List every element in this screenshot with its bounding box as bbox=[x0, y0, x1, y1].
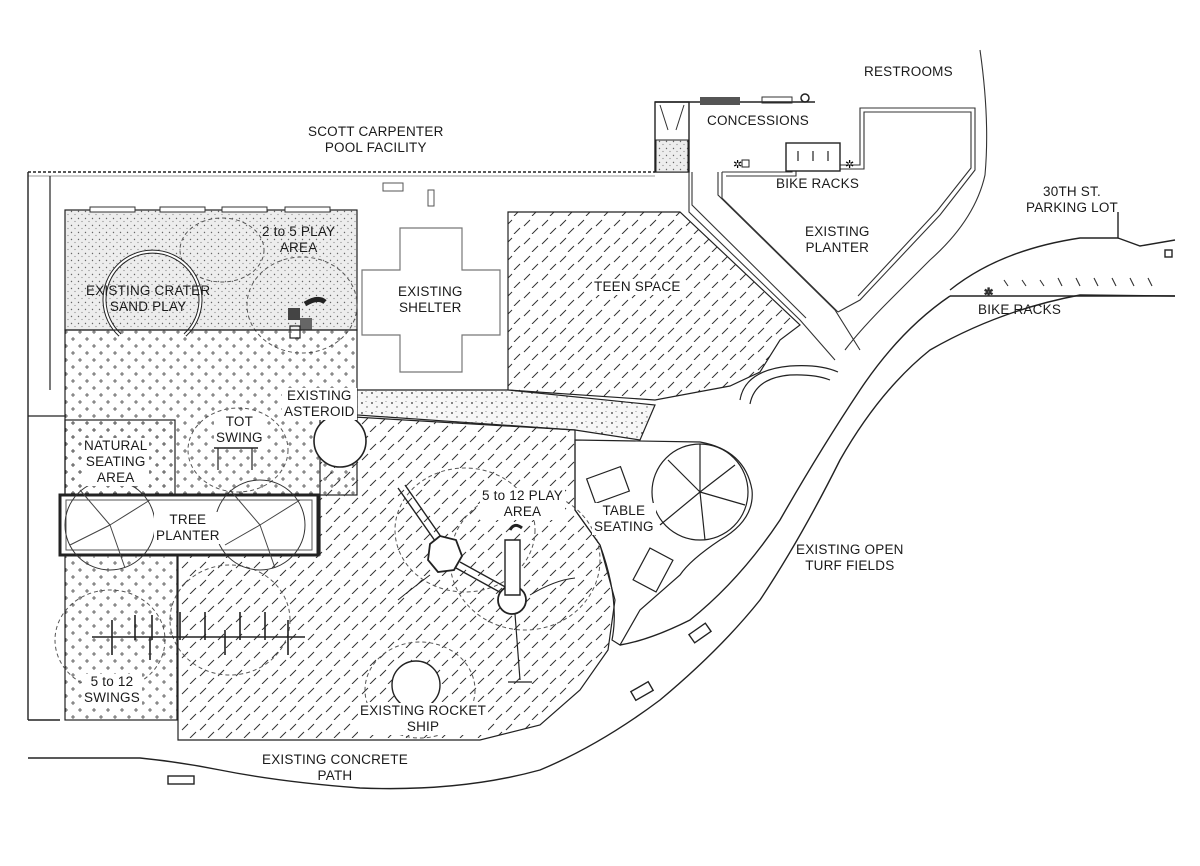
label-line: SHIP bbox=[406, 719, 440, 734]
label-line: 2 to 5 PLAY bbox=[262, 224, 336, 239]
label-table-seating: TABLE SEATING bbox=[592, 503, 656, 535]
svg-text:✲: ✲ bbox=[984, 286, 993, 299]
label-rocket-ship: EXISTING ROCKET SHIP bbox=[358, 703, 489, 735]
label-line: EXISTING CONCRETE bbox=[262, 752, 408, 767]
label-concessions: CONCESSIONS bbox=[705, 113, 811, 129]
bike-rack-north: ✲ ✲ bbox=[733, 142, 854, 172]
label-concrete-path: EXISTING CONCRETE PATH bbox=[262, 752, 408, 784]
label-line: PLANTER bbox=[156, 528, 220, 543]
label-play-5-12: 5 to 12 PLAY AREA bbox=[480, 488, 565, 520]
table-seating-area bbox=[574, 439, 753, 646]
label-tot-swing: TOT SWING bbox=[214, 414, 265, 446]
label-pool-facility: SCOTT CARPENTER POOL FACILITY bbox=[308, 124, 444, 156]
label-line: SEATING bbox=[594, 519, 654, 534]
label-line: EXISTING OPEN bbox=[796, 542, 904, 557]
label-line: TABLE bbox=[602, 503, 646, 518]
label-asteroid: EXISTING ASTEROID bbox=[282, 388, 357, 420]
label-line: PARKING LOT bbox=[1026, 200, 1118, 215]
restroom-building bbox=[654, 93, 815, 173]
label-line: ASTEROID bbox=[284, 404, 355, 419]
label-line: SHELTER bbox=[398, 300, 462, 315]
label-teen-space: TEEN SPACE bbox=[592, 279, 683, 295]
label-line: AREA bbox=[503, 504, 542, 519]
label-restrooms: RESTROOMS bbox=[864, 64, 953, 80]
label-parking-lot: 30TH ST. PARKING LOT bbox=[1026, 184, 1118, 216]
parking-lot-edge bbox=[949, 212, 1176, 297]
label-line: EXISTING ROCKET bbox=[360, 703, 487, 718]
pool-boundary bbox=[27, 171, 655, 720]
label-line: PLANTER bbox=[805, 240, 870, 255]
label-line: PATH bbox=[317, 768, 353, 783]
label-line: SEATING bbox=[85, 454, 146, 469]
label-swings-5-12: 5 to 12 SWINGS bbox=[82, 674, 142, 706]
label-line: POOL FACILITY bbox=[324, 140, 427, 155]
label-line: 5 to 12 bbox=[90, 674, 134, 689]
label-line: SAND PLAY bbox=[109, 299, 187, 314]
svg-text:✲: ✲ bbox=[845, 158, 854, 171]
label-line: CONCESSIONS bbox=[707, 113, 809, 128]
play-area-2-5-surface bbox=[64, 206, 358, 354]
label-line: 30TH ST. bbox=[1043, 184, 1101, 199]
label-line: EXISTING CRATER bbox=[86, 283, 211, 298]
label-line: BIKE RACKS bbox=[978, 302, 1062, 317]
label-bike-racks-east: BIKE RACKS bbox=[978, 302, 1061, 318]
label-line: SWING bbox=[216, 430, 263, 445]
label-existing-shelter: EXISTING SHELTER bbox=[398, 284, 463, 316]
label-line: NATURAL bbox=[84, 438, 148, 453]
existing-shelter bbox=[361, 182, 501, 373]
label-existing-planter: EXISTING PLANTER bbox=[803, 224, 872, 256]
label-line: RESTROOMS bbox=[864, 64, 953, 79]
label-line: EXISTING bbox=[398, 284, 463, 299]
label-line: SCOTT CARPENTER bbox=[308, 124, 444, 139]
parking-stalls: ✲ bbox=[983, 277, 1153, 300]
gravel-walkway bbox=[356, 389, 656, 441]
svg-text:✲: ✲ bbox=[733, 158, 742, 171]
label-line: EXISTING bbox=[287, 388, 352, 403]
label-line: AREA bbox=[279, 240, 318, 255]
label-line: EXISTING bbox=[805, 224, 870, 239]
concrete-path bbox=[28, 294, 1176, 790]
label-line: BIKE RACKS bbox=[776, 176, 860, 191]
label-crater-sand: EXISTING CRATER SAND PLAY bbox=[86, 283, 210, 315]
label-line: TOT bbox=[225, 414, 254, 429]
label-natural-seating: NATURAL SEATING AREA bbox=[82, 438, 150, 486]
swings-5-12 bbox=[92, 612, 305, 660]
label-tree-planter: TREE PLANTER bbox=[154, 512, 222, 544]
label-line: SWINGS bbox=[84, 690, 140, 705]
label-line: TEEN SPACE bbox=[594, 279, 681, 294]
label-line: 5 to 12 PLAY bbox=[482, 488, 563, 503]
label-line: TREE bbox=[169, 512, 207, 527]
label-bike-racks-north: BIKE RACKS bbox=[776, 176, 859, 192]
teen-space-surface bbox=[507, 211, 839, 405]
label-play-2-5: 2 to 5 PLAY AREA bbox=[262, 224, 335, 256]
label-line: AREA bbox=[96, 470, 135, 485]
label-line: TURF FIELDS bbox=[805, 558, 895, 573]
label-open-turf: EXISTING OPEN TURF FIELDS bbox=[796, 542, 904, 574]
